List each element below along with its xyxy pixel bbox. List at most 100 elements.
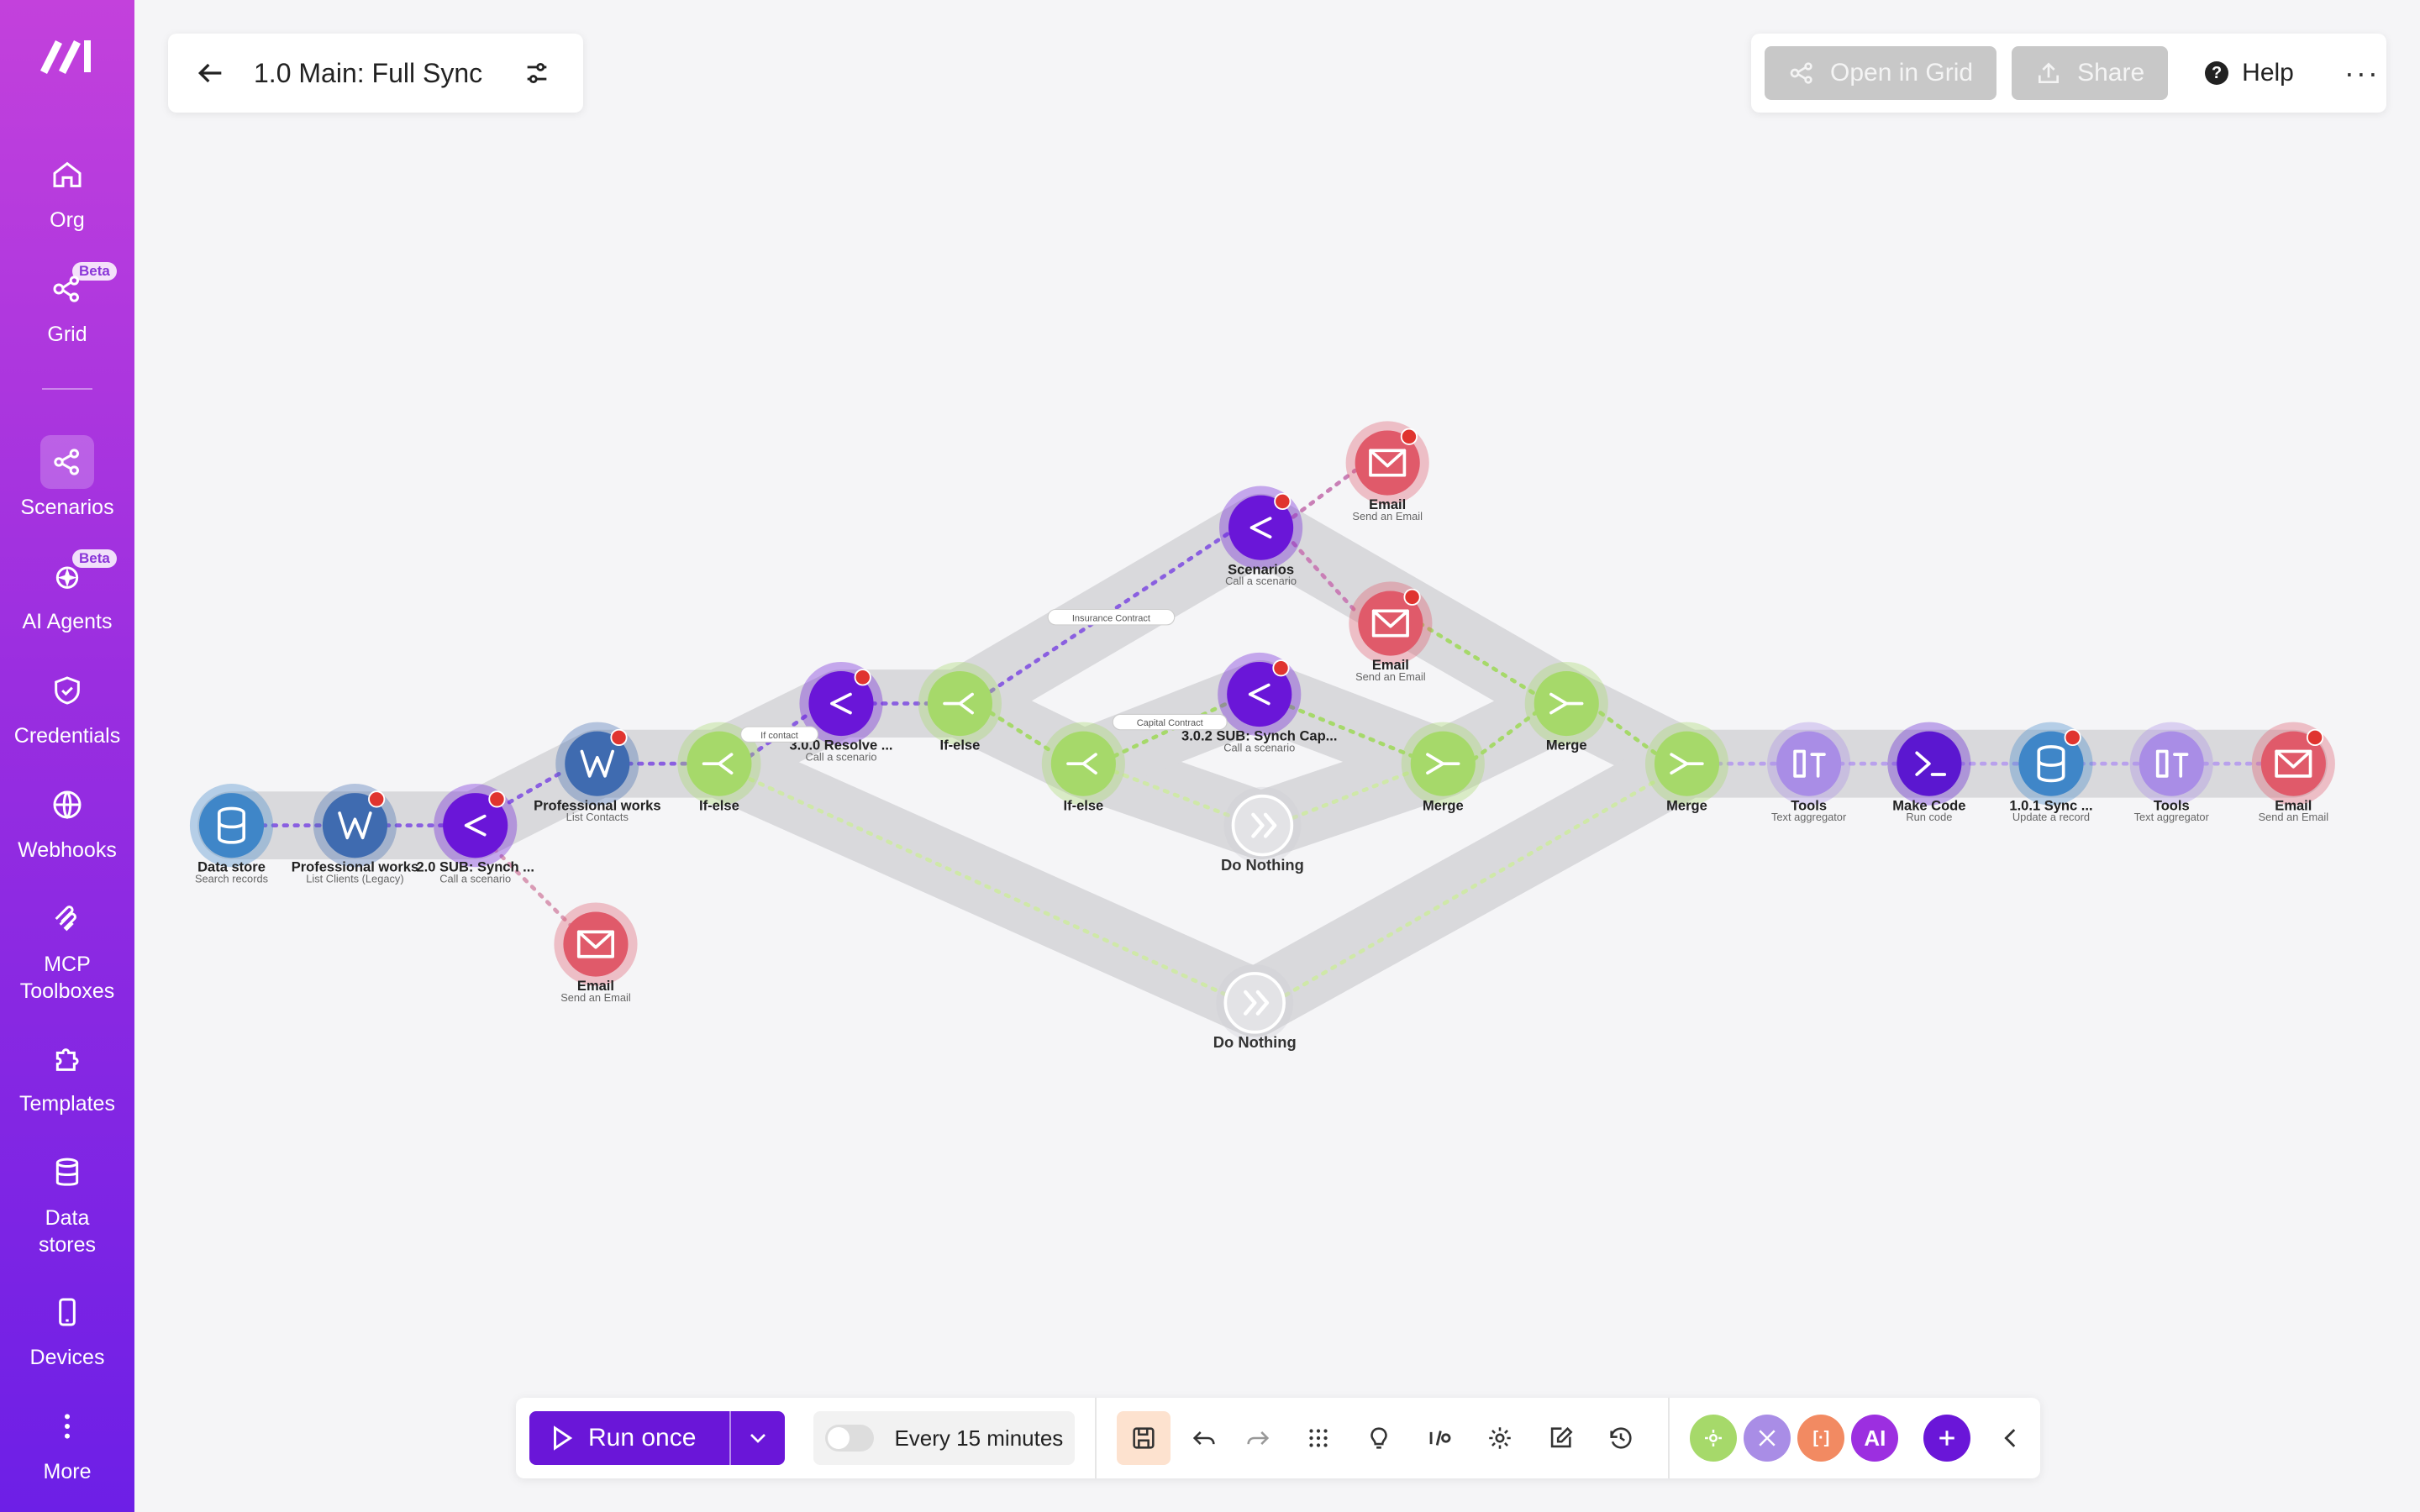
grid-icon xyxy=(1790,62,1812,84)
undo-tool[interactable] xyxy=(1177,1411,1231,1465)
sidebar-item-label: Credentials xyxy=(13,724,121,748)
sidebar-item-mcp-toolboxes[interactable]: MCP Toolboxes xyxy=(0,892,134,1005)
scenario-module[interactable]: Merge xyxy=(1644,722,1729,814)
db-icon xyxy=(217,806,246,844)
merge-icon xyxy=(1426,753,1460,775)
redo-tool[interactable] xyxy=(1231,1411,1285,1465)
scenario-title[interactable]: 1.0 Main: Full Sync xyxy=(254,57,483,88)
explain-flow-tool[interactable] xyxy=(1352,1411,1406,1465)
scenario-module[interactable]: If-else xyxy=(1041,722,1125,814)
sidebar-item-templates[interactable]: Templates xyxy=(0,1032,134,1117)
sidebar-item-more[interactable]: More xyxy=(0,1399,134,1485)
module-operation: Search records xyxy=(195,873,268,885)
sidebar-item-webhooks[interactable]: Webhooks xyxy=(0,778,134,864)
scenario-module[interactable]: Do Nothing xyxy=(1213,963,1297,1051)
scenario-icon xyxy=(830,692,852,715)
dots-grid-icon xyxy=(1309,1429,1328,1447)
sidebar-item-grid[interactable]: Beta Grid xyxy=(0,262,134,348)
edit-note-icon xyxy=(1551,1426,1573,1448)
scenario-module[interactable]: If-else xyxy=(918,661,1002,753)
run-once-button[interactable]: Run once xyxy=(529,1411,732,1465)
history-tool[interactable] xyxy=(1594,1411,1648,1465)
collapse-toolbar-button[interactable] xyxy=(1984,1411,2038,1465)
module-name: Email xyxy=(2275,797,2312,813)
route-filter-text: Insurance Contract xyxy=(1072,613,1150,623)
back-arrow-icon[interactable] xyxy=(193,56,227,90)
globe-icon xyxy=(40,778,94,832)
help-button[interactable]: ? Help xyxy=(2205,59,2294,87)
share-button[interactable]: Share xyxy=(2012,46,2169,100)
scenario-module[interactable]: 1.0.1 Sync ...Update a record xyxy=(2009,722,2093,824)
sidebar-item-devices[interactable]: Devices xyxy=(0,1285,134,1371)
module-operation: Call a scenario xyxy=(1223,741,1295,753)
open-in-grid-button[interactable]: Open in Grid xyxy=(1765,46,1997,100)
module-operation: Send an Email xyxy=(1352,510,1423,522)
module-operation: Call a scenario xyxy=(439,873,511,885)
text-parser-app-icon[interactable]: [·] xyxy=(1797,1415,1845,1462)
tools-app-icon[interactable] xyxy=(1690,1415,1738,1462)
sidebar-item-credentials[interactable]: Credentials xyxy=(0,664,134,749)
module-operation: Send an Email xyxy=(1355,670,1426,683)
more-options-icon[interactable]: ··· xyxy=(2344,55,2380,90)
sidebar-item-data-stores[interactable]: Data stores xyxy=(0,1146,134,1258)
module-operation: List Clients (Legacy) xyxy=(306,873,403,885)
sidebar-divider xyxy=(42,388,92,390)
scenario-module[interactable]: 3.0.0 Resolve ...Call a scenario xyxy=(789,661,893,764)
sidebar-item-scenarios[interactable]: Scenarios xyxy=(0,435,134,521)
add-module-button[interactable] xyxy=(1923,1415,1971,1462)
scenario-module[interactable]: 3.0.2 SUB: Synch Cap...Call a scenario xyxy=(1181,652,1337,754)
scenario-settings-tool[interactable] xyxy=(1473,1411,1527,1465)
io-tool[interactable] xyxy=(1413,1411,1466,1465)
auto-align-tool[interactable] xyxy=(1292,1411,1345,1465)
scenario-module[interactable]: 2.0 SUB: Synch ...Call a scenario xyxy=(416,784,534,885)
toolbar-divider xyxy=(1668,1398,1670,1478)
redo-icon xyxy=(1247,1431,1270,1445)
sidebar-item-label: Templates xyxy=(19,1092,115,1116)
scenario-icon xyxy=(464,814,487,837)
sidebar-item-org[interactable]: Org xyxy=(0,148,134,234)
database-icon xyxy=(40,1146,94,1200)
scenario-module[interactable]: Merge xyxy=(1401,722,1485,814)
module-operation: Update a record xyxy=(2012,811,2090,823)
schedule-label: Every 15 minutes xyxy=(894,1425,1064,1451)
beta-badge: Beta xyxy=(72,549,117,568)
notes-tool[interactable] xyxy=(1534,1411,1587,1465)
pw-icon xyxy=(338,811,372,840)
save-tool[interactable] xyxy=(1117,1411,1171,1465)
settings-sliders-icon[interactable] xyxy=(523,59,551,87)
flow-control-app-icon[interactable] xyxy=(1744,1415,1791,1462)
module-name: Merge xyxy=(1546,738,1587,753)
phone-icon xyxy=(40,1285,94,1339)
schedule-toggle[interactable] xyxy=(825,1425,875,1452)
scenario-module[interactable]: If-else xyxy=(677,722,761,814)
email-icon xyxy=(1371,609,1409,638)
route-filter-text: Capital Contract xyxy=(1137,718,1203,728)
brackets-icon: [·] xyxy=(1812,1428,1830,1447)
scenario-module[interactable]: Merge xyxy=(1524,661,1608,753)
route-filter-label[interactable]: Capital Contract xyxy=(1112,713,1228,731)
scenario-title-card: 1.0 Main: Full Sync xyxy=(168,34,583,113)
more-vertical-icon xyxy=(40,1399,94,1453)
sidebar-item-ai-agents[interactable]: Beta AI Agents xyxy=(0,549,134,635)
scenario-module[interactable]: Do Nothing xyxy=(1221,786,1304,874)
route-filter-text: If contact xyxy=(760,731,798,741)
route-filter-label[interactable]: Insurance Contract xyxy=(1047,608,1176,626)
route-filter-label[interactable]: If contact xyxy=(740,726,819,743)
wrench-icon xyxy=(1759,1430,1776,1446)
make-logo-icon[interactable] xyxy=(37,34,97,76)
run-options-dropdown[interactable] xyxy=(731,1411,785,1465)
schedule-control[interactable]: Every 15 minutes xyxy=(813,1411,1076,1465)
ai-app-icon[interactable]: AI xyxy=(1851,1415,1899,1462)
